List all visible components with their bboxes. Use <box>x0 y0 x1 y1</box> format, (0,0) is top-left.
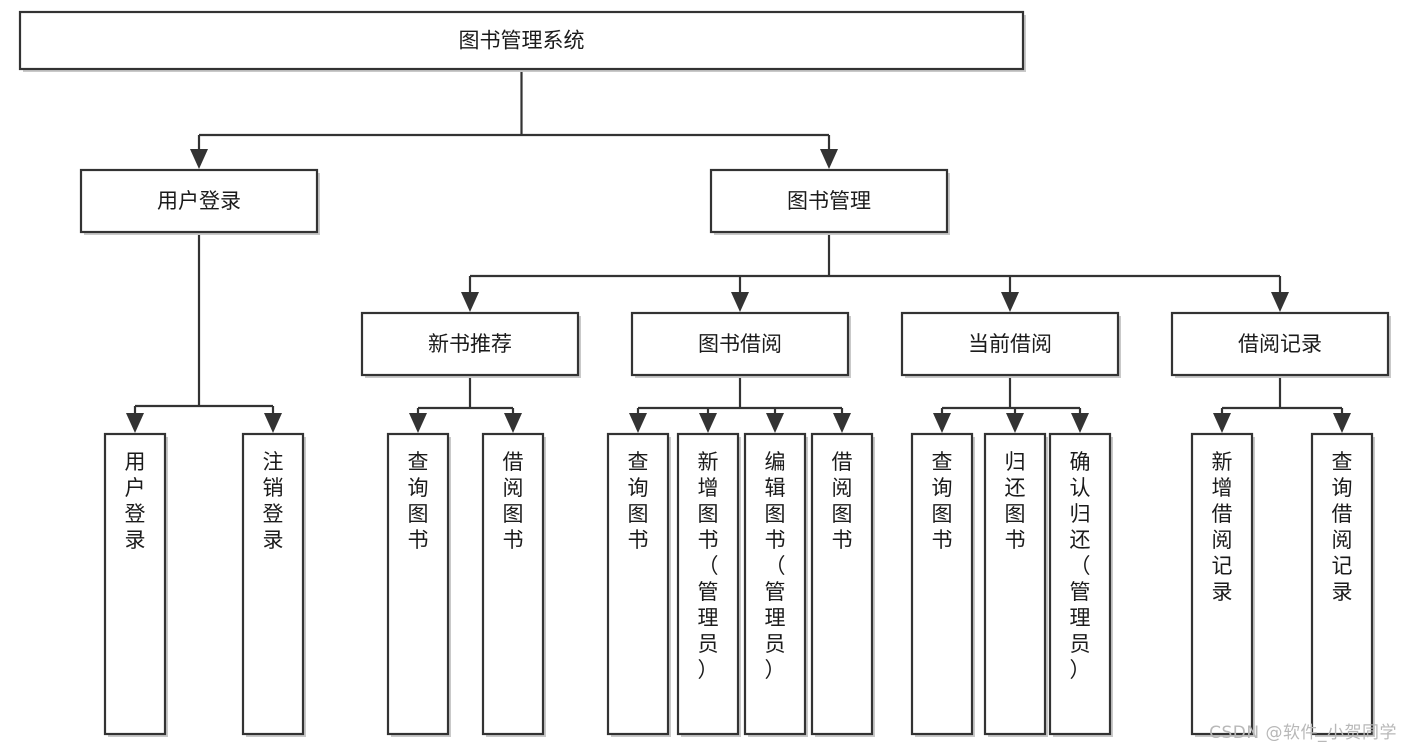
arrow-head-icon <box>126 413 144 433</box>
node-leaf-查询图书[interactable]: 查询图书 <box>386 432 451 737</box>
arrow-head-icon <box>1213 413 1231 433</box>
node-box <box>1310 432 1374 736</box>
node-box <box>709 168 949 234</box>
node-label: 借阅记录 <box>1238 332 1322 356</box>
node-box <box>743 432 807 736</box>
node-box <box>810 432 874 736</box>
node-label: 查询图书 <box>408 450 429 552</box>
node-box <box>103 432 167 736</box>
node-box <box>1170 311 1390 377</box>
csdn-watermark: CSDN @软件_小贺同学 <box>1209 723 1397 743</box>
node-box <box>606 432 670 736</box>
node-label: 确认归还（管理员） <box>1070 450 1091 682</box>
node-leaf-新增图书（管理员）[interactable]: 新增图书（管理员） <box>676 432 741 737</box>
node-label: 新书推荐 <box>428 332 512 356</box>
node-box <box>910 432 974 736</box>
arrow-head-icon <box>1071 413 1089 433</box>
node-leaf-查询图书[interactable]: 查询图书 <box>910 432 975 737</box>
node-label: 图书管理 <box>787 189 871 213</box>
node-leaf-查询借阅记录[interactable]: 查询借阅记录 <box>1310 432 1375 737</box>
node-leaf-借阅图书[interactable]: 借阅图书 <box>810 432 875 737</box>
connector-layer <box>126 69 1351 433</box>
arrow-head-icon <box>699 413 717 433</box>
node-label: 查询图书 <box>628 450 649 552</box>
arrow-head-icon <box>1333 413 1351 433</box>
arrow-head-icon <box>820 149 838 169</box>
node-root-图书管理系统[interactable]: 图书管理系统 <box>18 10 1026 72</box>
node-label: 编辑图书（管理员） <box>765 450 786 682</box>
node-leaf-查询图书[interactable]: 查询图书 <box>606 432 671 737</box>
node-label: 归还图书 <box>1005 450 1026 552</box>
node-box <box>630 311 850 377</box>
arrow-head-icon <box>629 413 647 433</box>
node-box <box>360 311 580 377</box>
arrow-head-icon <box>461 292 479 312</box>
arrow-head-icon <box>1001 292 1019 312</box>
arrow-head-icon <box>933 413 951 433</box>
arrow-head-icon <box>1006 413 1024 433</box>
arrow-head-icon <box>190 149 208 169</box>
node-box <box>79 168 319 234</box>
node-label: 注销登录 <box>263 450 284 552</box>
node-label: 用户登录 <box>157 189 241 213</box>
node-level3-图书借阅[interactable]: 图书借阅 <box>630 311 851 378</box>
node-box <box>900 311 1120 377</box>
node-level2-图书管理[interactable]: 图书管理 <box>709 168 950 235</box>
arrow-head-icon <box>1271 292 1289 312</box>
node-box <box>1048 432 1112 736</box>
node-box <box>481 432 545 736</box>
node-leaf-归还图书[interactable]: 归还图书 <box>983 432 1048 737</box>
node-level3-新书推荐[interactable]: 新书推荐 <box>360 311 581 378</box>
node-leaf-确认归还（管理员）[interactable]: 确认归还（管理员） <box>1048 432 1113 737</box>
node-label: 用户登录 <box>125 450 146 552</box>
node-level2-用户登录[interactable]: 用户登录 <box>79 168 320 235</box>
node-box <box>18 10 1025 71</box>
arrow-head-icon <box>409 413 427 433</box>
arrow-head-icon <box>504 413 522 433</box>
node-label: 当前借阅 <box>968 332 1052 356</box>
arrow-head-icon <box>731 292 749 312</box>
node-label: 新增借阅记录 <box>1212 450 1233 604</box>
node-layer: 图书管理系统用户登录图书管理新书推荐图书借阅当前借阅借阅记录用户登录注销登录查询… <box>18 10 1391 737</box>
node-level3-借阅记录[interactable]: 借阅记录 <box>1170 311 1391 378</box>
node-box <box>1190 432 1254 736</box>
node-label: 查询借阅记录 <box>1332 450 1353 604</box>
node-box <box>983 432 1047 736</box>
node-label: 借阅图书 <box>832 450 853 552</box>
node-leaf-编辑图书（管理员）[interactable]: 编辑图书（管理员） <box>743 432 808 737</box>
arrow-head-icon <box>833 413 851 433</box>
node-label: 借阅图书 <box>503 450 524 552</box>
node-leaf-用户登录[interactable]: 用户登录 <box>103 432 168 737</box>
node-box <box>386 432 450 736</box>
node-leaf-借阅图书[interactable]: 借阅图书 <box>481 432 546 737</box>
arrow-head-icon <box>264 413 282 433</box>
node-leaf-注销登录[interactable]: 注销登录 <box>241 432 306 737</box>
arrow-head-icon <box>766 413 784 433</box>
node-box <box>676 432 740 736</box>
node-label: 查询图书 <box>932 450 953 552</box>
node-label: 图书借阅 <box>698 332 782 356</box>
node-level3-当前借阅[interactable]: 当前借阅 <box>900 311 1121 378</box>
node-label: 图书管理系统 <box>459 29 585 53</box>
node-label: 新增图书（管理员） <box>698 450 719 682</box>
node-leaf-新增借阅记录[interactable]: 新增借阅记录 <box>1190 432 1255 737</box>
node-box <box>241 432 305 736</box>
